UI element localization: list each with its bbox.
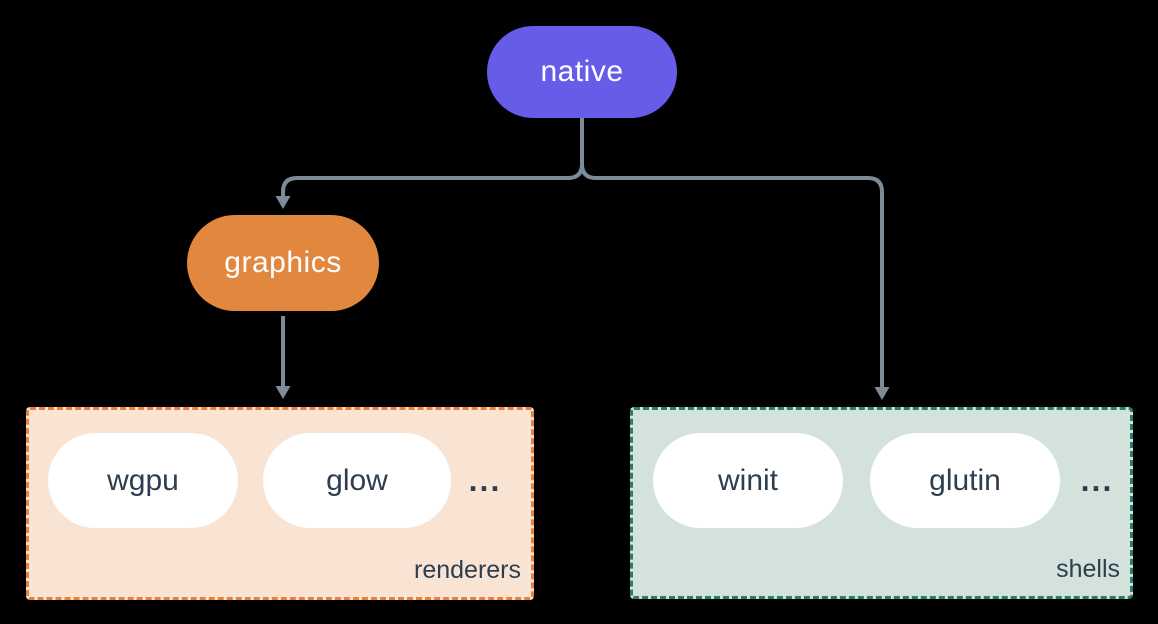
- edge-native-to-graphics: [281, 118, 584, 198]
- item-glow-label: glow: [326, 463, 388, 497]
- item-glutin-label: glutin: [929, 463, 1001, 497]
- renderers-ellipsis: ...: [468, 462, 502, 498]
- node-native: native: [487, 26, 677, 118]
- item-winit: winit: [653, 433, 843, 528]
- arrowhead-native-to-graphics: [275, 196, 291, 209]
- group-renderers-label: renderers: [414, 556, 521, 584]
- item-wgpu: wgpu: [48, 433, 238, 528]
- arrowhead-native-to-shells: [874, 387, 890, 400]
- item-glow: glow: [263, 433, 451, 528]
- group-renderers: wgpu glow ... renderers: [26, 407, 534, 600]
- item-wgpu-label: wgpu: [107, 463, 179, 497]
- item-glutin: glutin: [870, 433, 1060, 528]
- item-winit-label: winit: [717, 463, 778, 497]
- node-graphics: graphics: [187, 215, 379, 311]
- node-graphics-label: graphics: [224, 246, 342, 279]
- edge-native-to-shells: [580, 118, 884, 389]
- group-shells: winit glutin ... shells: [630, 407, 1133, 599]
- shells-ellipsis: ...: [1080, 462, 1114, 498]
- group-shells-label: shells: [1056, 555, 1120, 583]
- node-native-label: native: [540, 55, 624, 88]
- arrowhead-graphics-to-renderers: [275, 386, 291, 399]
